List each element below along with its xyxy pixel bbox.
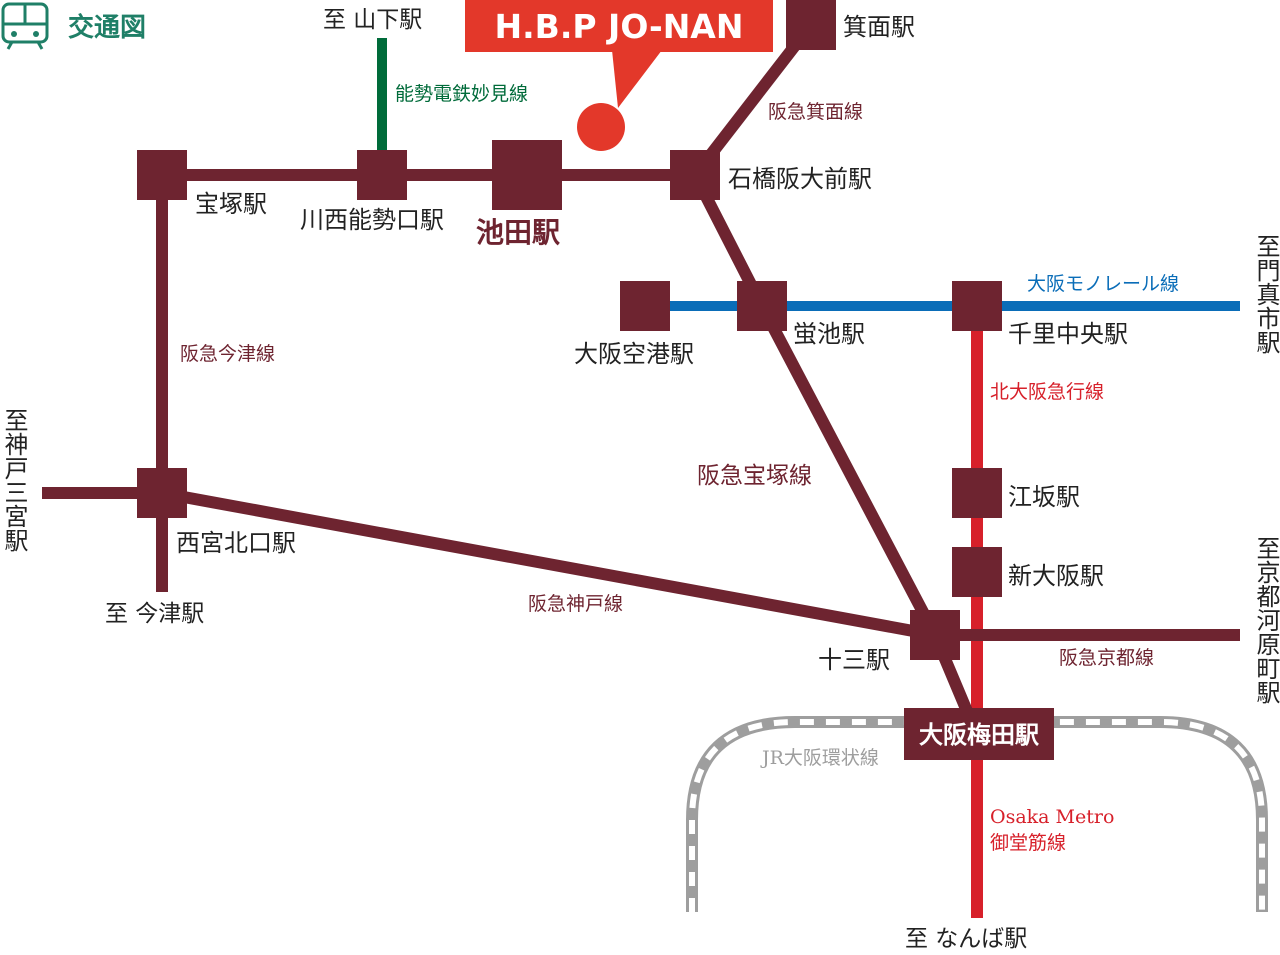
station-marker-esaka <box>952 468 1002 518</box>
station-marker-shinosaka <box>952 547 1002 597</box>
line-label-metro-jp: 御堂筋線 <box>990 832 1066 854</box>
dest-imazu: 至 今津駅 <box>105 601 204 627</box>
hankyu-takarazuka-line-south <box>689 172 983 738</box>
station-markers <box>137 0 1054 760</box>
line-label-jr: JR大阪環状線 <box>760 747 879 769</box>
line-label-takarazuka: 阪急宝塚線 <box>697 463 812 489</box>
dest-kadoma: 至門真市駅 <box>1252 234 1280 354</box>
station-label-ikeda: 池田駅 <box>476 216 560 249</box>
line-label-nose: 能勢電鉄妙見線 <box>395 83 528 105</box>
line-label-imazu: 阪急今津線 <box>180 343 275 365</box>
station-marker-itami-airport <box>620 281 670 331</box>
station-marker-takarazuka <box>137 150 187 200</box>
line-label-kyoto: 阪急京都線 <box>1059 647 1154 669</box>
station-label-umeda: 大阪梅田駅 <box>919 721 1039 749</box>
dest-namba: 至 なんば駅 <box>905 926 1027 952</box>
station-label-nishinomiya: 西宮北口駅 <box>176 529 296 557</box>
callout-label: H.B.P JO-NAN <box>495 7 744 46</box>
hankyu-kobe-line <box>160 487 937 641</box>
location-callout: H.B.P JO-NAN <box>465 0 773 151</box>
station-label-takarazuka: 宝塚駅 <box>195 190 267 218</box>
hankyu-lines <box>42 21 1240 738</box>
station-marker-hotarugaike <box>737 281 787 331</box>
station-marker-kawanishi <box>357 150 407 200</box>
line-label-metro-en: Osaka Metro <box>990 806 1114 828</box>
station-label-shinosaka: 新大阪駅 <box>1008 562 1104 590</box>
station-marker-umeda <box>904 708 1054 760</box>
station-label-hotarugaike: 蛍池駅 <box>793 320 865 348</box>
header-title: 交通図 <box>68 12 146 43</box>
station-label-esaka: 江坂駅 <box>1008 483 1080 511</box>
train-icon <box>1 2 49 50</box>
station-marker-nishinomiya <box>137 468 187 518</box>
station-label-minoh: 箕面駅 <box>843 13 915 41</box>
station-marker-juso <box>910 610 960 660</box>
line-label-monorail: 大阪モノレール線 <box>1027 273 1179 295</box>
location-pin <box>577 103 625 151</box>
dest-kobe: 至神戸三宮駅 <box>0 408 28 552</box>
station-label-juso: 十三駅 <box>818 646 890 674</box>
station-label-senri: 千里中央駅 <box>1008 320 1128 348</box>
station-label-kawanishi: 川西能勢口駅 <box>300 206 444 234</box>
dest-kawaramachi: 至京都河原町駅 <box>1252 536 1280 704</box>
station-marker-senri <box>952 281 1002 331</box>
station-marker-minoh <box>786 0 836 50</box>
line-label-kobe: 阪急神戸線 <box>528 593 623 615</box>
station-marker-ikeda <box>492 140 562 210</box>
station-marker-ishibashi <box>670 150 720 200</box>
line-label-minoh: 阪急箕面線 <box>768 101 863 123</box>
dest-yamashita: 至 山下駅 <box>323 7 422 33</box>
line-label-kitakyu: 北大阪急行線 <box>990 381 1104 403</box>
station-label-itami-airport: 大阪空港駅 <box>574 340 694 368</box>
station-label-ishibashi: 石橋阪大前駅 <box>728 165 872 193</box>
